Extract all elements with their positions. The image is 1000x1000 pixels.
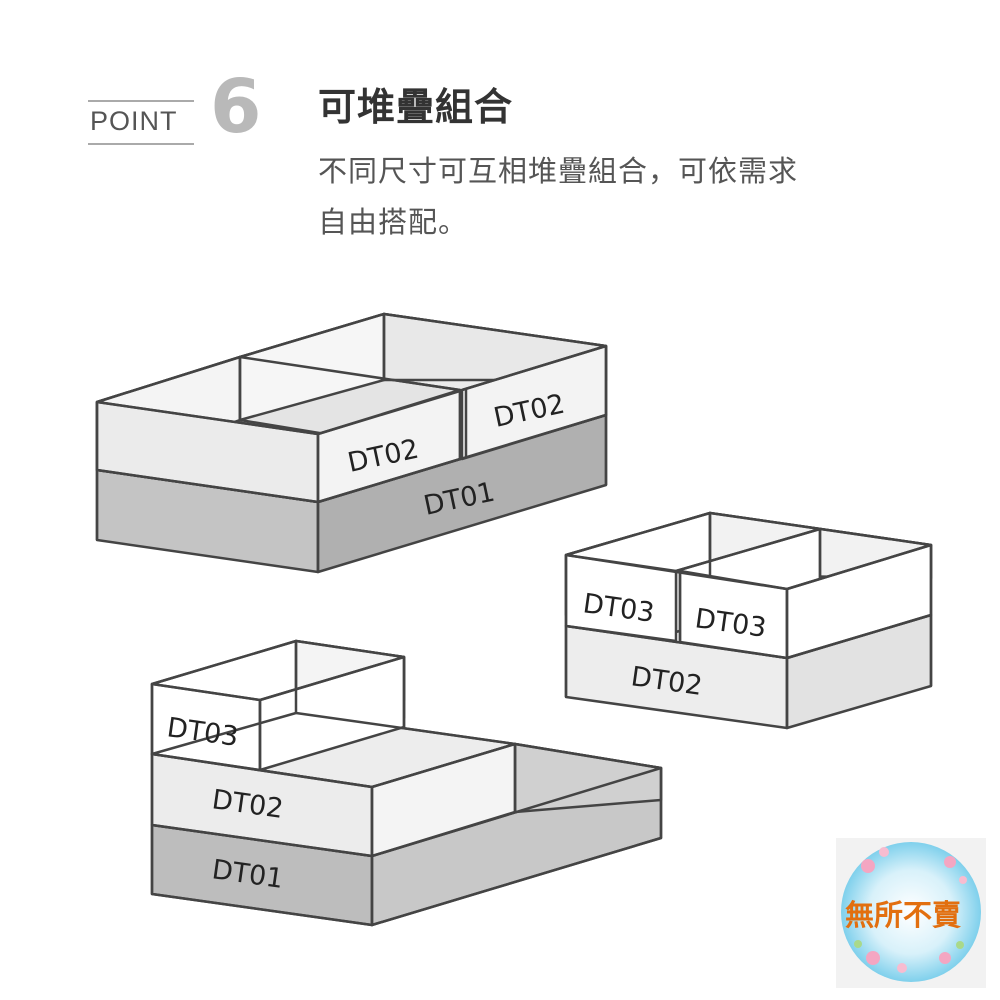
- logo-text: 無所不賣: [845, 898, 961, 932]
- shop-logo: 無所不賣: [836, 838, 986, 988]
- right-stack: [564, 511, 933, 730]
- point-label: POINT: [88, 100, 194, 145]
- page-title: 可堆疊組合: [318, 85, 514, 129]
- point-badge: POINT 6: [88, 70, 288, 158]
- description-line-1: 不同尺寸可互相堆疊組合，可依需求: [318, 154, 799, 188]
- bottom-stack: [150, 639, 663, 927]
- top-stack: [95, 312, 608, 574]
- point-number: 6: [210, 64, 262, 150]
- description: 不同尺寸可互相堆疊組合，可依需求 自由搭配。: [318, 146, 918, 248]
- description-line-2: 自由搭配。: [318, 205, 469, 239]
